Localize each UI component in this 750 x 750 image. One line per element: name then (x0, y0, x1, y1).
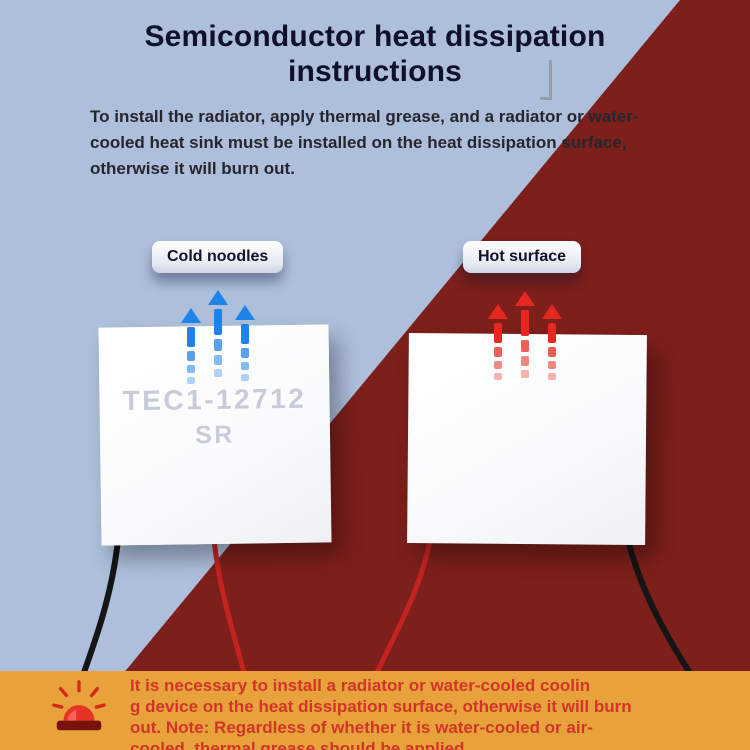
intro-line: otherwise it will burn out. (90, 158, 295, 178)
module-model-suffix: SR (194, 420, 236, 450)
warning-banner: It is necessary to install a radiator or… (0, 671, 750, 750)
arrow-head (515, 291, 535, 306)
cold-side-label: Cold noodles (152, 241, 284, 273)
warning-line: cooled, thermal grease should be applied (130, 739, 465, 750)
module-model-number: TEC1-12712 (122, 382, 307, 417)
arrow-head (208, 290, 228, 305)
header: Semiconductor heat dissipation instructi… (0, 20, 750, 100)
siren-icon (52, 680, 106, 731)
cold-up-arrow-icon (208, 290, 228, 377)
cold-up-arrow-icon (181, 308, 201, 384)
hot-up-arrow-icon (515, 291, 535, 378)
arrow-head (235, 305, 255, 320)
warning-line: It is necessary to install a radiator or… (130, 676, 591, 695)
warning-line: out. Note: Regardless of whether it is w… (130, 718, 593, 737)
intro-line: To install the radiator, apply thermal g… (90, 107, 639, 126)
page-title-line1: Semiconductor heat dissipation (144, 20, 606, 53)
hot-up-arrow-icon (488, 304, 508, 380)
intro-text: To install the radiator, apply thermal g… (90, 104, 745, 181)
warning-text: It is necessary to install a radiator or… (130, 675, 730, 750)
hot-side-label: Hot surface (463, 241, 582, 273)
hot-up-arrow-icon (542, 304, 562, 380)
arrow-head (488, 304, 508, 319)
warning-line: g device on the heat dissipation surface… (130, 697, 632, 716)
cold-up-arrow-icon (235, 305, 255, 381)
page-title-line2: instructions (287, 54, 463, 88)
module-engraving: TEC1-12712 SR (99, 382, 330, 451)
arrow-head (181, 308, 201, 323)
intro-line: cooled heat sink must be installed on th… (90, 132, 627, 152)
arrow-head (542, 304, 562, 319)
title-bracket-decoration (540, 60, 552, 100)
